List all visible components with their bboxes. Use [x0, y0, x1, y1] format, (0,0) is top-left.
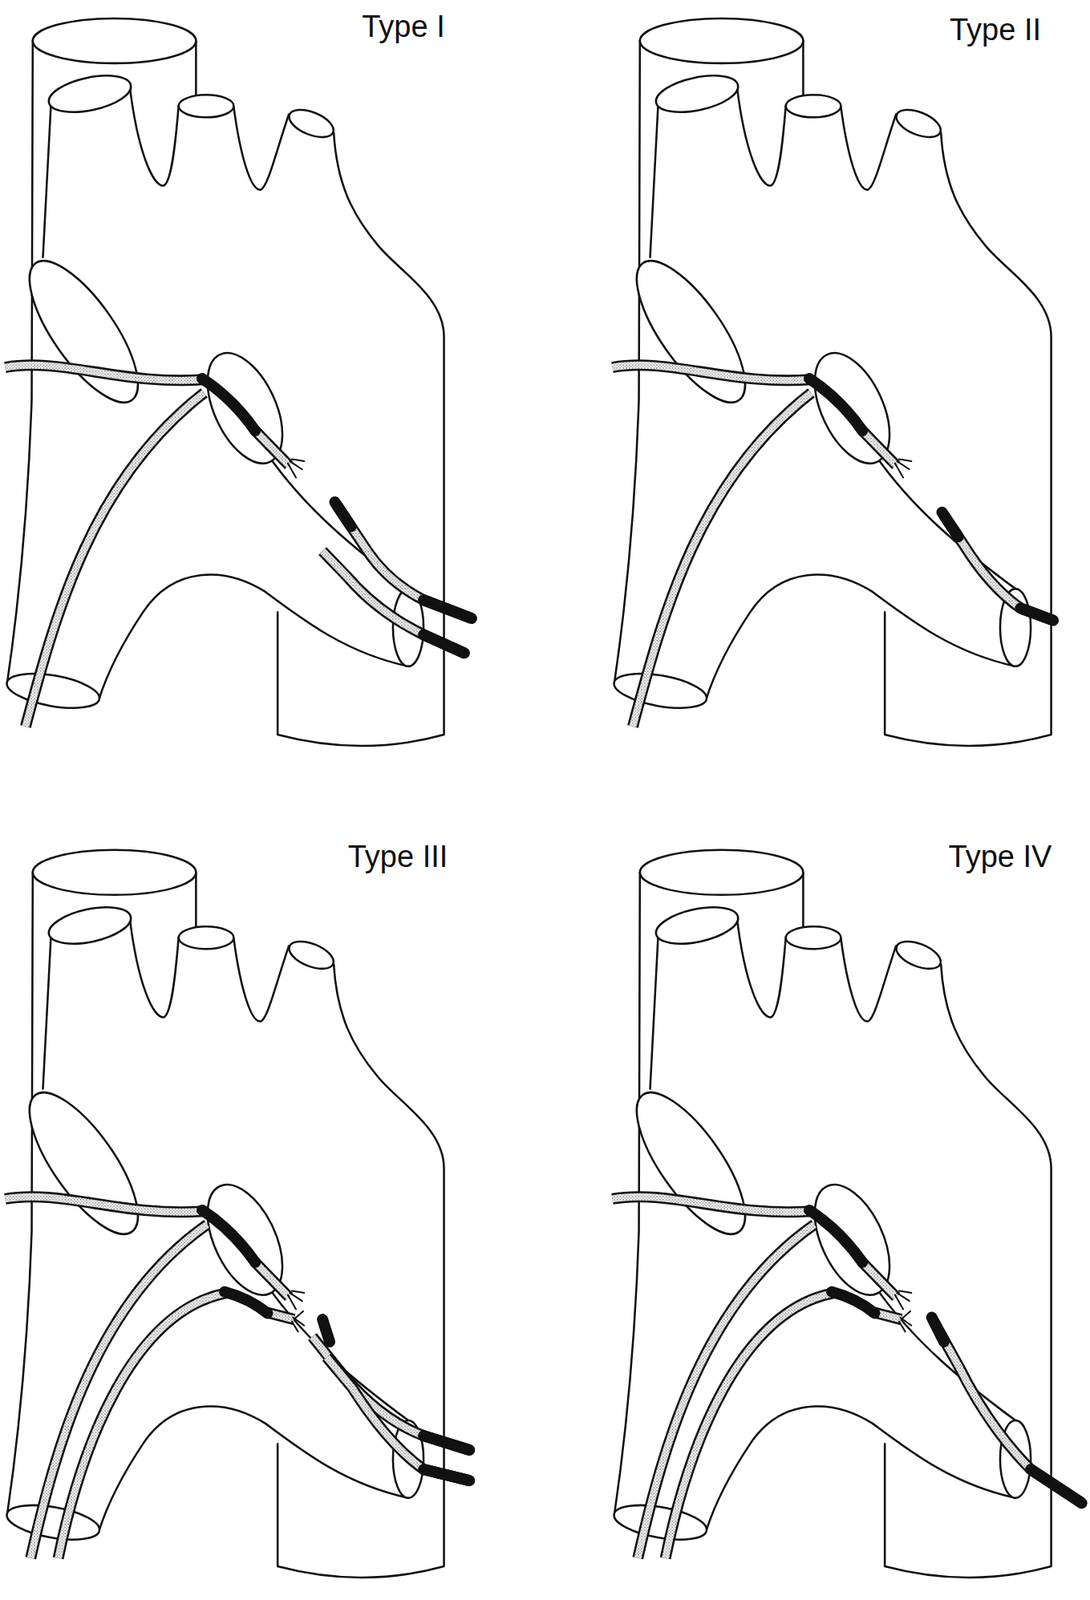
- artery-dark: [831, 1292, 875, 1314]
- artery-dark: [423, 1469, 470, 1481]
- artery-fray: [895, 1290, 912, 1309]
- artery-fill: [933, 1321, 1082, 1504]
- artery-fray: [291, 1311, 304, 1332]
- artery-fill: [665, 1292, 835, 1559]
- artery-outline: [4, 1196, 204, 1212]
- artery-fill: [861, 429, 896, 466]
- artery-dark: [809, 378, 863, 431]
- artery-fill: [58, 1292, 227, 1559]
- artery-fill: [25, 393, 205, 727]
- artery-fill: [632, 393, 812, 727]
- artery-dark: [931, 1317, 945, 1343]
- panel-label: Type II: [949, 12, 1042, 49]
- artery-fill: [611, 364, 811, 381]
- artery-outline: [632, 393, 812, 727]
- panel-label: Type III: [348, 838, 449, 876]
- artery-dark: [423, 1435, 470, 1451]
- artery-dark: [202, 1210, 256, 1263]
- artery-dark: [224, 1292, 268, 1314]
- artery-fill: [254, 1261, 289, 1298]
- artery-fill: [322, 551, 465, 653]
- artery-fray: [895, 459, 912, 479]
- artery-fill: [611, 1196, 811, 1212]
- artery-fill: [4, 364, 204, 381]
- artery-dark: [202, 378, 256, 431]
- artery-outline: [254, 429, 289, 466]
- panel-label: Type IV: [948, 838, 1053, 876]
- artery-outline: [611, 1196, 811, 1212]
- artery-dark: [941, 512, 958, 538]
- artery-outline: [336, 505, 472, 619]
- artery-fill: [326, 1357, 470, 1481]
- artery-outline: [665, 1292, 835, 1559]
- artery-dark: [322, 1319, 330, 1342]
- artery-dark: [423, 599, 472, 619]
- artery-outline: [58, 1292, 227, 1559]
- artery-outline: [861, 429, 896, 466]
- panel-label: Type I: [361, 8, 446, 46]
- vessel-anatomy: [4, 850, 444, 1578]
- vessel-anatomy: [611, 850, 1051, 1578]
- artery-fill: [861, 1261, 896, 1298]
- artery-outline: [322, 551, 465, 653]
- panel-type-2: [611, 18, 1054, 746]
- panel-type-3: [4, 850, 470, 1578]
- artery-outline: [861, 1261, 896, 1298]
- artery-dark: [1020, 607, 1054, 620]
- artery-fray: [899, 1311, 912, 1332]
- artery-dark: [423, 634, 465, 653]
- panel-type-4: [611, 850, 1082, 1578]
- artery-dark: [334, 502, 351, 527]
- vessel-anatomy: [4, 18, 444, 746]
- vessel-anatomy: [611, 18, 1051, 746]
- artery-fill: [4, 1196, 204, 1212]
- artery-outline: [326, 1357, 470, 1481]
- artery-dark: [1030, 1469, 1082, 1504]
- artery-outline: [933, 1321, 1082, 1504]
- artery-outline: [254, 1261, 289, 1298]
- artery-outline: [4, 364, 204, 381]
- artery-fray: [287, 459, 304, 479]
- artery-fray: [287, 1290, 304, 1309]
- artery-fill: [336, 505, 472, 619]
- artery-fill: [254, 429, 289, 466]
- artery-dark: [809, 1210, 863, 1263]
- artery-outline: [611, 364, 811, 381]
- artery-outline: [25, 393, 205, 727]
- panel-type-1: [4, 18, 472, 746]
